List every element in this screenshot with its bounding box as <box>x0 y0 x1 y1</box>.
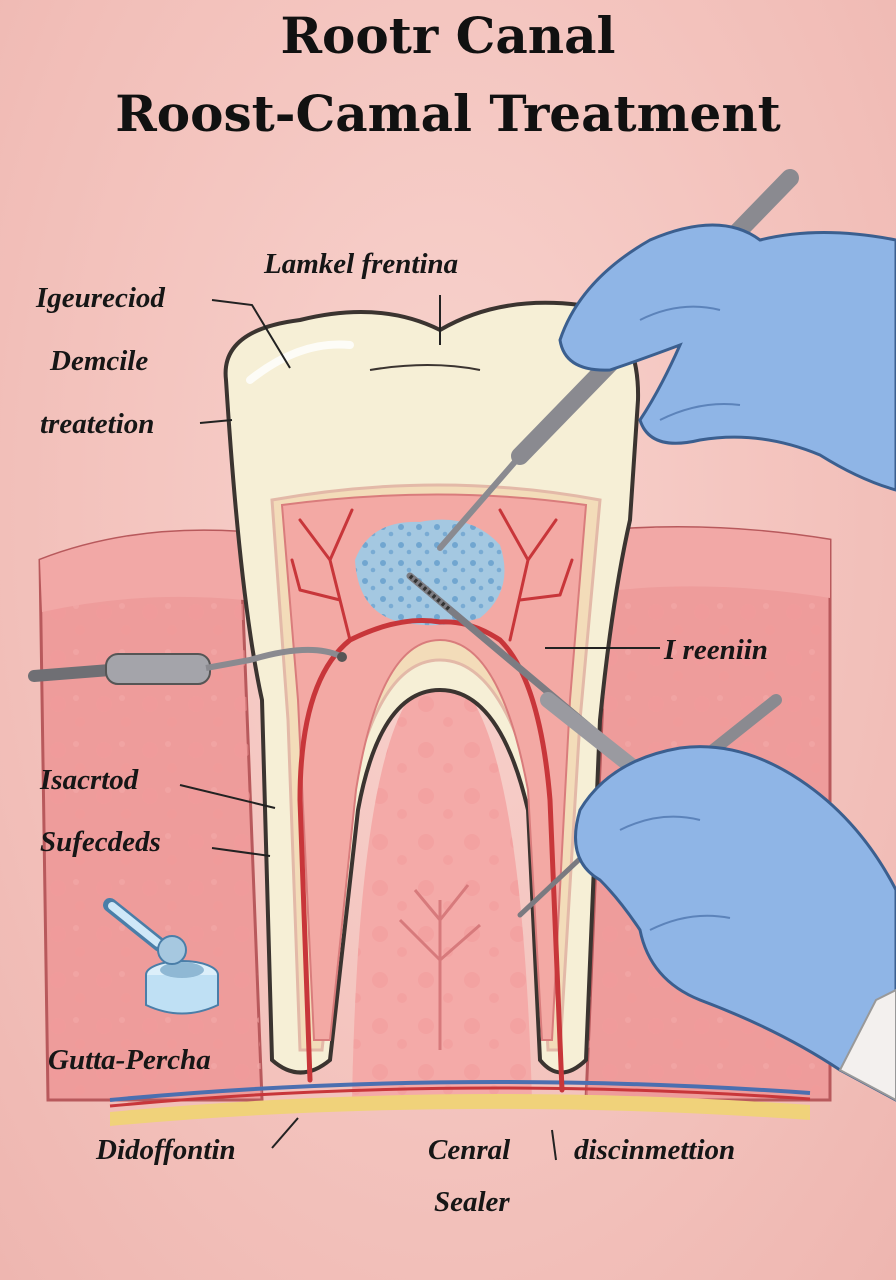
label-discinmettion: discinmettion <box>574 1134 736 1166</box>
label-ireeniin: I reeniin <box>664 634 768 666</box>
label-cenral: Cenral <box>428 1134 511 1166</box>
gloved-hand-bottom <box>574 745 896 1102</box>
gum-tissue-left <box>38 529 264 1102</box>
label-treatetion: treatetion <box>40 408 155 440</box>
label-sufecdeds: Sufecdeds <box>40 826 161 858</box>
label-lamkel-frentina: Lamkel frentina <box>264 248 459 280</box>
bone-between-roots <box>352 672 532 1100</box>
title-line-2: Roost-Camal Treatment <box>115 84 781 143</box>
leader-lines <box>179 295 660 1161</box>
tooth <box>223 300 641 1075</box>
label-demcile: Demcile <box>50 345 149 377</box>
label-igeureciod: Igeureciod <box>36 282 165 314</box>
infected-pulp <box>355 519 505 626</box>
bottom-layers <box>109 1080 811 1126</box>
dental-explorer-left <box>28 646 347 685</box>
gutta-percha-container <box>103 898 219 1015</box>
label-didoffontin: Didoffontin <box>96 1134 236 1166</box>
gloved-hand-top <box>558 223 896 492</box>
label-isacrtod: Isacrtod <box>40 764 139 796</box>
label-sealer: Sealer <box>434 1186 510 1218</box>
label-gutta-percha: Gutta-Percha <box>48 1044 211 1076</box>
title-line-1: Rootr Canal <box>280 6 616 65</box>
